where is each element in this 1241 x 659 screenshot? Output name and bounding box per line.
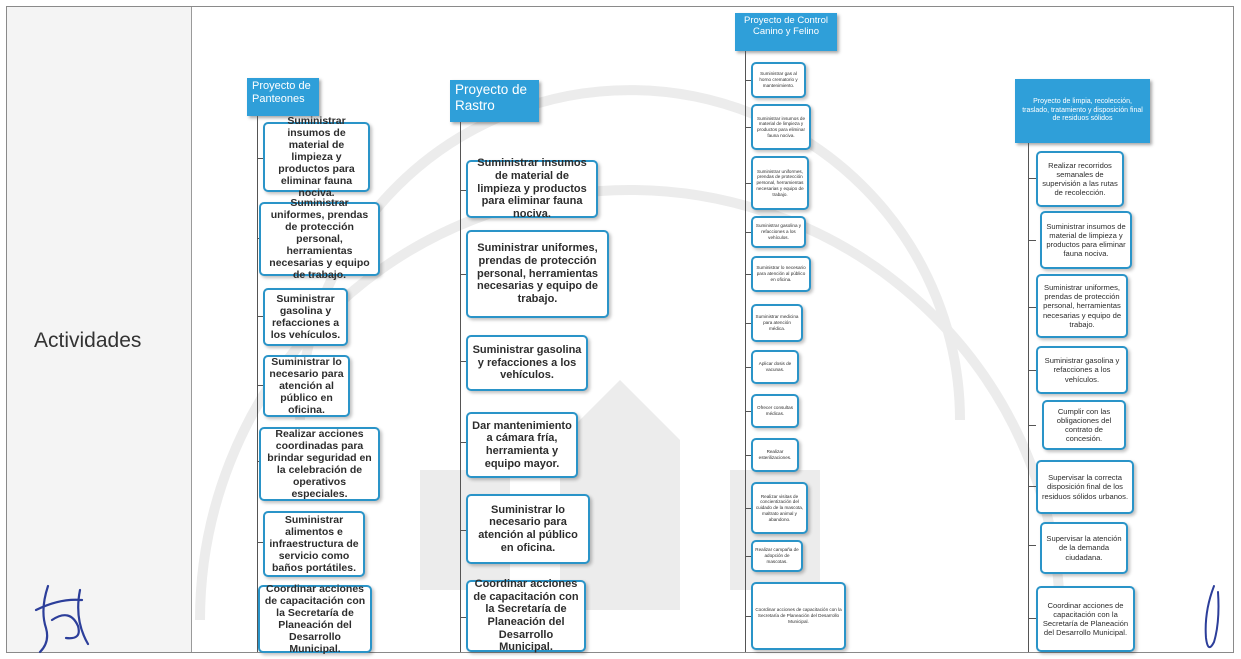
connector-line — [460, 617, 466, 618]
activity-item: Suministrar lo necesario para atención a… — [466, 494, 590, 564]
column-header: Proyecto de Rastro — [450, 80, 539, 122]
connector-line — [1028, 425, 1036, 426]
column-header: Proyecto de Panteones — [247, 78, 319, 116]
activity-item: Suministrar lo necesario para atención a… — [751, 256, 811, 292]
activity-item: Realizar campaña de adopción de mascotas… — [751, 540, 803, 572]
column-header: Proyecto de Control Canino y Felino — [735, 13, 837, 51]
connector-line — [257, 385, 263, 386]
connector-line — [745, 455, 751, 456]
connector-line — [1028, 618, 1036, 619]
connector-line — [460, 361, 466, 362]
connector-line — [1028, 307, 1036, 308]
row-label-cell — [6, 6, 192, 653]
connector-line — [745, 556, 751, 557]
activity-item: Coordinar acciones de capacitación con l… — [258, 583, 372, 655]
activity-item: Suministrar gasolina y refacciones a los… — [466, 335, 588, 391]
activity-item: Suministrar lo necesario para atención a… — [263, 355, 350, 417]
connector-line — [257, 158, 263, 159]
activity-item: Ofrecer consultas médicas. — [751, 394, 799, 428]
connector-line — [745, 323, 751, 324]
connector-line — [745, 127, 751, 128]
connector-line — [460, 274, 466, 275]
table-frame — [6, 6, 1234, 653]
connector-line — [257, 542, 263, 543]
connector-line — [745, 411, 751, 412]
connector-line — [745, 232, 751, 233]
connector-line — [460, 190, 466, 191]
activity-item: Suministrar insumos de material de limpi… — [263, 115, 370, 199]
activity-item: Suministrar insumos de material de limpi… — [751, 104, 811, 150]
connector-line — [460, 122, 461, 652]
connector-line — [1028, 545, 1036, 546]
activity-item: Realizar esterilizaciones. — [751, 438, 799, 472]
activity-item: Coordinar acciones de capacitación con l… — [466, 578, 586, 653]
activity-item: Suministrar gasolina y refacciones a los… — [263, 288, 348, 346]
signature-mark — [34, 584, 90, 654]
connector-line — [460, 530, 466, 531]
connector-line — [1028, 486, 1036, 487]
connector-line — [745, 80, 751, 81]
activity-item: Suministrar uniformes, prendas de protec… — [1036, 274, 1128, 338]
connector-line — [745, 183, 751, 184]
connector-line — [1028, 178, 1036, 179]
activity-item: Suministrar uniformes, prendas de protec… — [259, 197, 380, 281]
activity-item: Suministrar gasolina y refacciones a los… — [1036, 346, 1128, 394]
connector-line — [745, 367, 751, 368]
activities-label: Actividades — [34, 329, 142, 352]
activity-item: Realizar visitas de concientización del … — [751, 482, 808, 534]
activity-item: Coordinar acciones de capacitación con l… — [1036, 586, 1135, 652]
connector-line — [1028, 370, 1036, 371]
connector-line — [257, 316, 263, 317]
column-header: Proyecto de limpia, recolección, traslad… — [1015, 79, 1150, 143]
activity-item: Suministrar alimentos e infraestructura … — [263, 511, 365, 577]
connector-line — [1028, 240, 1036, 241]
activity-item: Suministrar uniformes, prendas de protec… — [466, 230, 609, 318]
activity-item: Coordinar acciones de capacitación con l… — [751, 582, 846, 650]
activity-item: Realizar recorridos semanales de supervi… — [1036, 151, 1124, 207]
activity-item: Dar mantenimiento a cámara fría, herrami… — [466, 412, 578, 478]
connector-line — [460, 442, 466, 443]
activity-item: Supervisar la correcta disposición final… — [1036, 460, 1134, 514]
activity-item: Aplicar dosis de vacunas. — [751, 350, 799, 384]
connector-line — [745, 508, 751, 509]
connector-line — [745, 274, 751, 275]
activity-item: Suministrar insumos de material de limpi… — [466, 157, 598, 220]
connector-line — [257, 116, 258, 652]
activity-item: Cumplir con las obligaciones del contrat… — [1042, 400, 1126, 450]
activity-item: Suministrar uniformes, prendas de protec… — [751, 156, 809, 210]
activity-item: Suministrar insumos de material de limpi… — [1040, 211, 1132, 269]
connector-line — [745, 616, 751, 617]
connector-line — [1028, 143, 1029, 652]
activity-item: Suministrar medicina para atención médic… — [751, 304, 803, 342]
activity-item: Suministrar gas al horno crematorio y ma… — [751, 62, 806, 98]
activity-item: Supervisar la atención de la demanda ciu… — [1040, 522, 1128, 574]
initial-mark — [1204, 585, 1220, 649]
activity-item: Suministrar gasolina y refacciones a los… — [751, 216, 806, 248]
connector-line — [745, 51, 746, 652]
activity-item: Realizar acciones coordinadas para brind… — [259, 427, 380, 501]
